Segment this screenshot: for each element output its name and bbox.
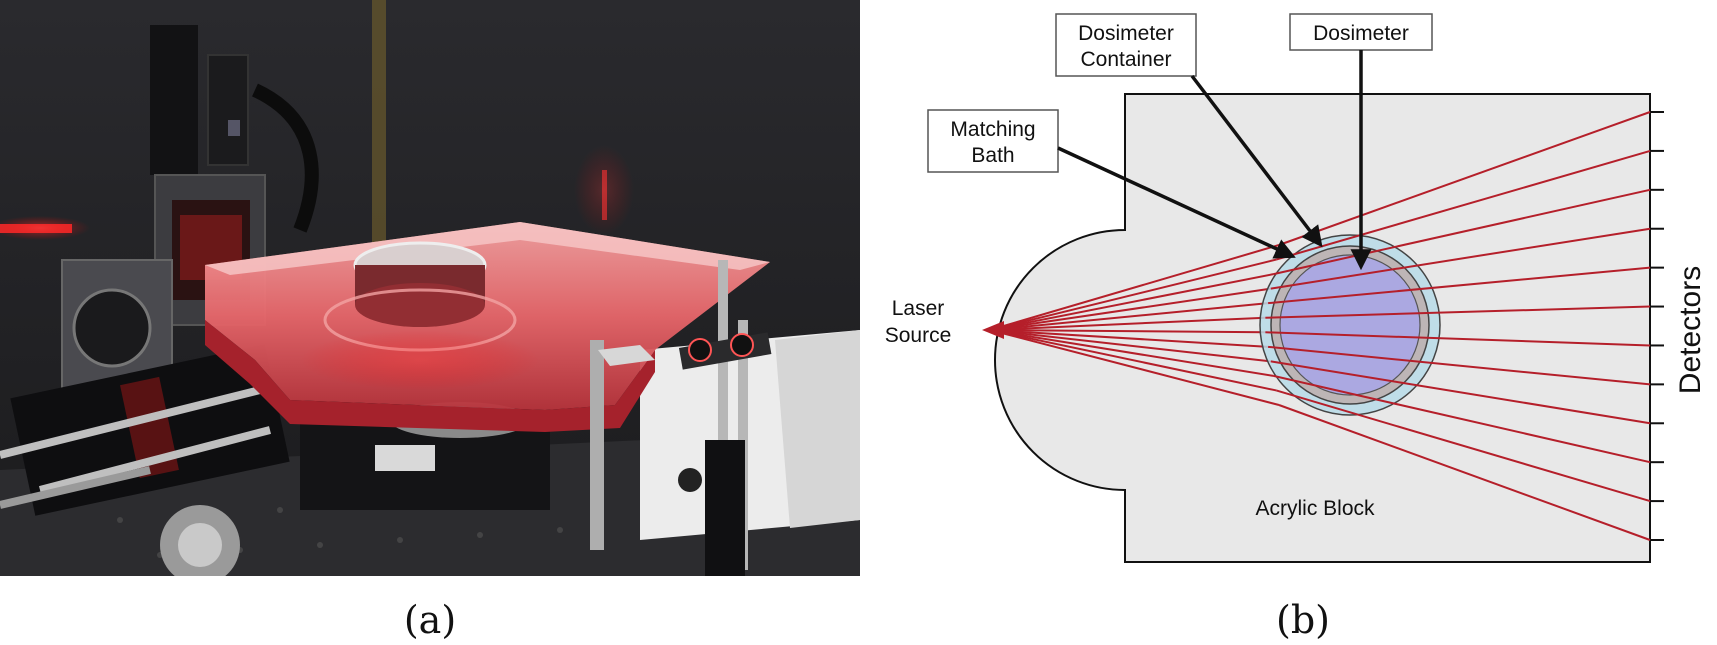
laser-beam [989, 329, 1271, 363]
laser-beam [989, 329, 1277, 392]
laser-beam-refracted [1278, 111, 1651, 246]
dosimeter-label: Dosimeter [1313, 22, 1409, 45]
laser-beam [989, 302, 1269, 331]
laser-beam-refracted [1278, 404, 1651, 541]
laser-beam-refracted [1273, 374, 1651, 464]
laser-label-1: Laser [892, 297, 945, 320]
acrylic-block-label: Acrylic Block [1255, 497, 1375, 520]
laser-beam-refracted [1267, 266, 1651, 305]
container-label-1: Dosimeter [1078, 22, 1174, 45]
container-arrow [1190, 74, 1323, 248]
laser-beam [989, 287, 1271, 331]
detectors-label: Detectors [1674, 266, 1707, 394]
dosimeter-volume [1279, 254, 1421, 396]
laser-beam-refracted [1270, 227, 1651, 290]
detector-ticks [1650, 111, 1664, 541]
photo-panel [0, 0, 860, 576]
caption-a: (a) [404, 598, 456, 642]
laser-beam [989, 329, 1269, 348]
laser-beams-inner [1265, 111, 1651, 541]
laser-beam-refracted [1273, 188, 1651, 276]
dosimeter-container-callout [1055, 13, 1197, 77]
container-label-2: Container [1080, 48, 1171, 71]
laser-beam [989, 329, 1266, 334]
matching-bath-label-1: Matching [950, 118, 1035, 141]
matching-bath-callout [927, 109, 1059, 173]
matching-bath-arrow [1057, 146, 1296, 259]
laser-beam [989, 329, 1274, 377]
matching-bath-label-2: Bath [971, 144, 1014, 167]
laser-beam [989, 329, 1280, 406]
laser-beam [989, 273, 1274, 331]
laser-label-2: Source [885, 324, 952, 347]
laser-beam-refracted [1270, 360, 1651, 425]
laser-beams [982, 244, 1280, 406]
laser-beam [989, 316, 1266, 331]
laser-beam-refracted [1265, 305, 1651, 319]
dosimeter-callout [1289, 13, 1433, 51]
laser-beam-refracted [1265, 331, 1651, 347]
caption-b: (b) [1276, 598, 1330, 642]
laser-beam-refracted [1275, 389, 1651, 503]
laser-beam-refracted [1267, 345, 1651, 386]
laser-beam [989, 258, 1277, 331]
schematic-panel: Laser Source Matching Bath Dosimeter Con… [885, 13, 1707, 563]
laser-beam [989, 244, 1280, 331]
laser-source-tip [982, 321, 1004, 339]
laser-beam-refracted [1275, 149, 1651, 261]
